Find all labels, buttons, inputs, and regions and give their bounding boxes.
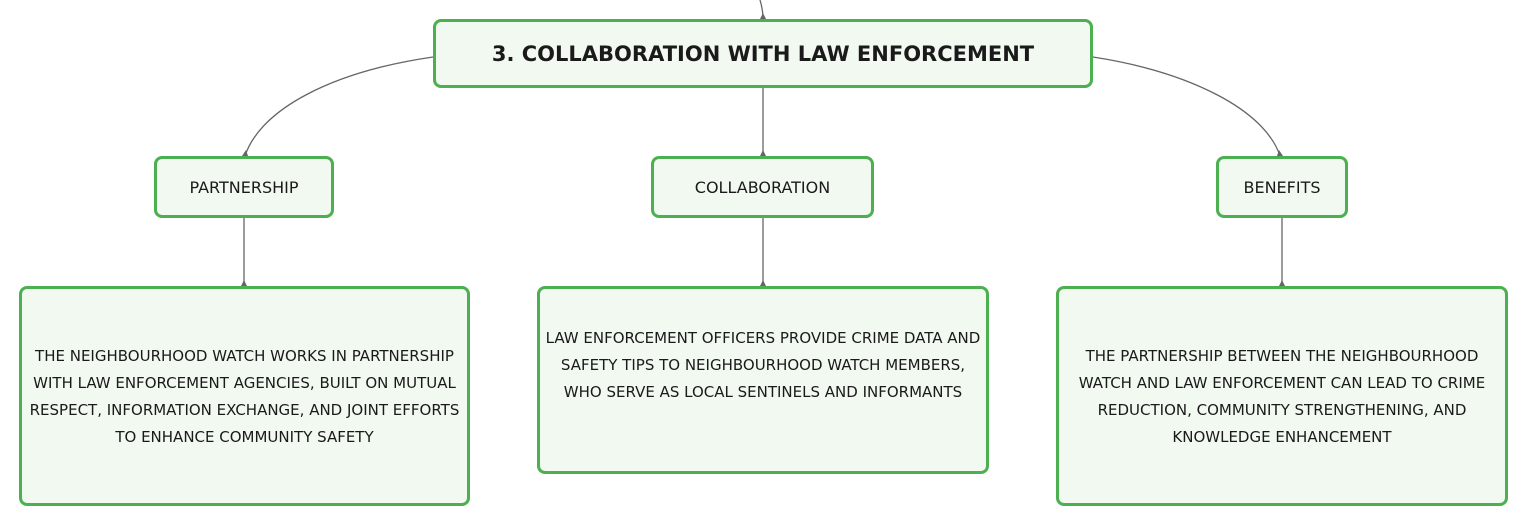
detail-node-collaboration[interactable]: LAW ENFORCEMENT OFFICERS PROVIDE CRIME D… [537, 286, 989, 474]
root-topic-title: 3. COLLABORATION WITH LAW ENFORCEMENT [491, 41, 1035, 66]
arrowhead-root [760, 13, 766, 19]
connector-root-to-partnership [244, 56, 434, 157]
connector-root-to-benefits [1092, 56, 1281, 157]
branch-node-partnership[interactable]: PARTNERSHIP [154, 156, 334, 218]
branch-node-collaboration[interactable]: COLLABORATION [651, 156, 874, 218]
detail-text-partnership: THE NEIGHBOURHOOD WATCH WORKS IN PARTNER… [29, 347, 460, 446]
branch-label-benefits: BENEFITS [1243, 177, 1321, 197]
branch-label-collaboration: COLLABORATION [694, 177, 831, 197]
branch-node-benefits[interactable]: BENEFITS [1216, 156, 1348, 218]
arrowhead-collaboration-detail [760, 280, 766, 286]
detail-node-partnership[interactable]: THE NEIGHBOURHOOD WATCH WORKS IN PARTNER… [19, 286, 470, 506]
root-topic-node[interactable]: 3. COLLABORATION WITH LAW ENFORCEMENT [433, 19, 1093, 88]
arrowhead-partnership-detail [241, 280, 247, 286]
detail-text-benefits: THE PARTNERSHIP BETWEEN THE NEIGHBOURHOO… [1078, 347, 1486, 446]
arrowhead-partnership [242, 150, 248, 156]
arrowhead-collaboration [760, 150, 766, 156]
arrowhead-benefits-detail [1279, 280, 1285, 286]
detail-text-collaboration: LAW ENFORCEMENT OFFICERS PROVIDE CRIME D… [545, 328, 981, 401]
arrowhead-benefits [1277, 150, 1283, 156]
detail-node-benefits[interactable]: THE PARTNERSHIP BETWEEN THE NEIGHBOURHOO… [1056, 286, 1508, 506]
branch-label-partnership: PARTNERSHIP [189, 177, 299, 197]
